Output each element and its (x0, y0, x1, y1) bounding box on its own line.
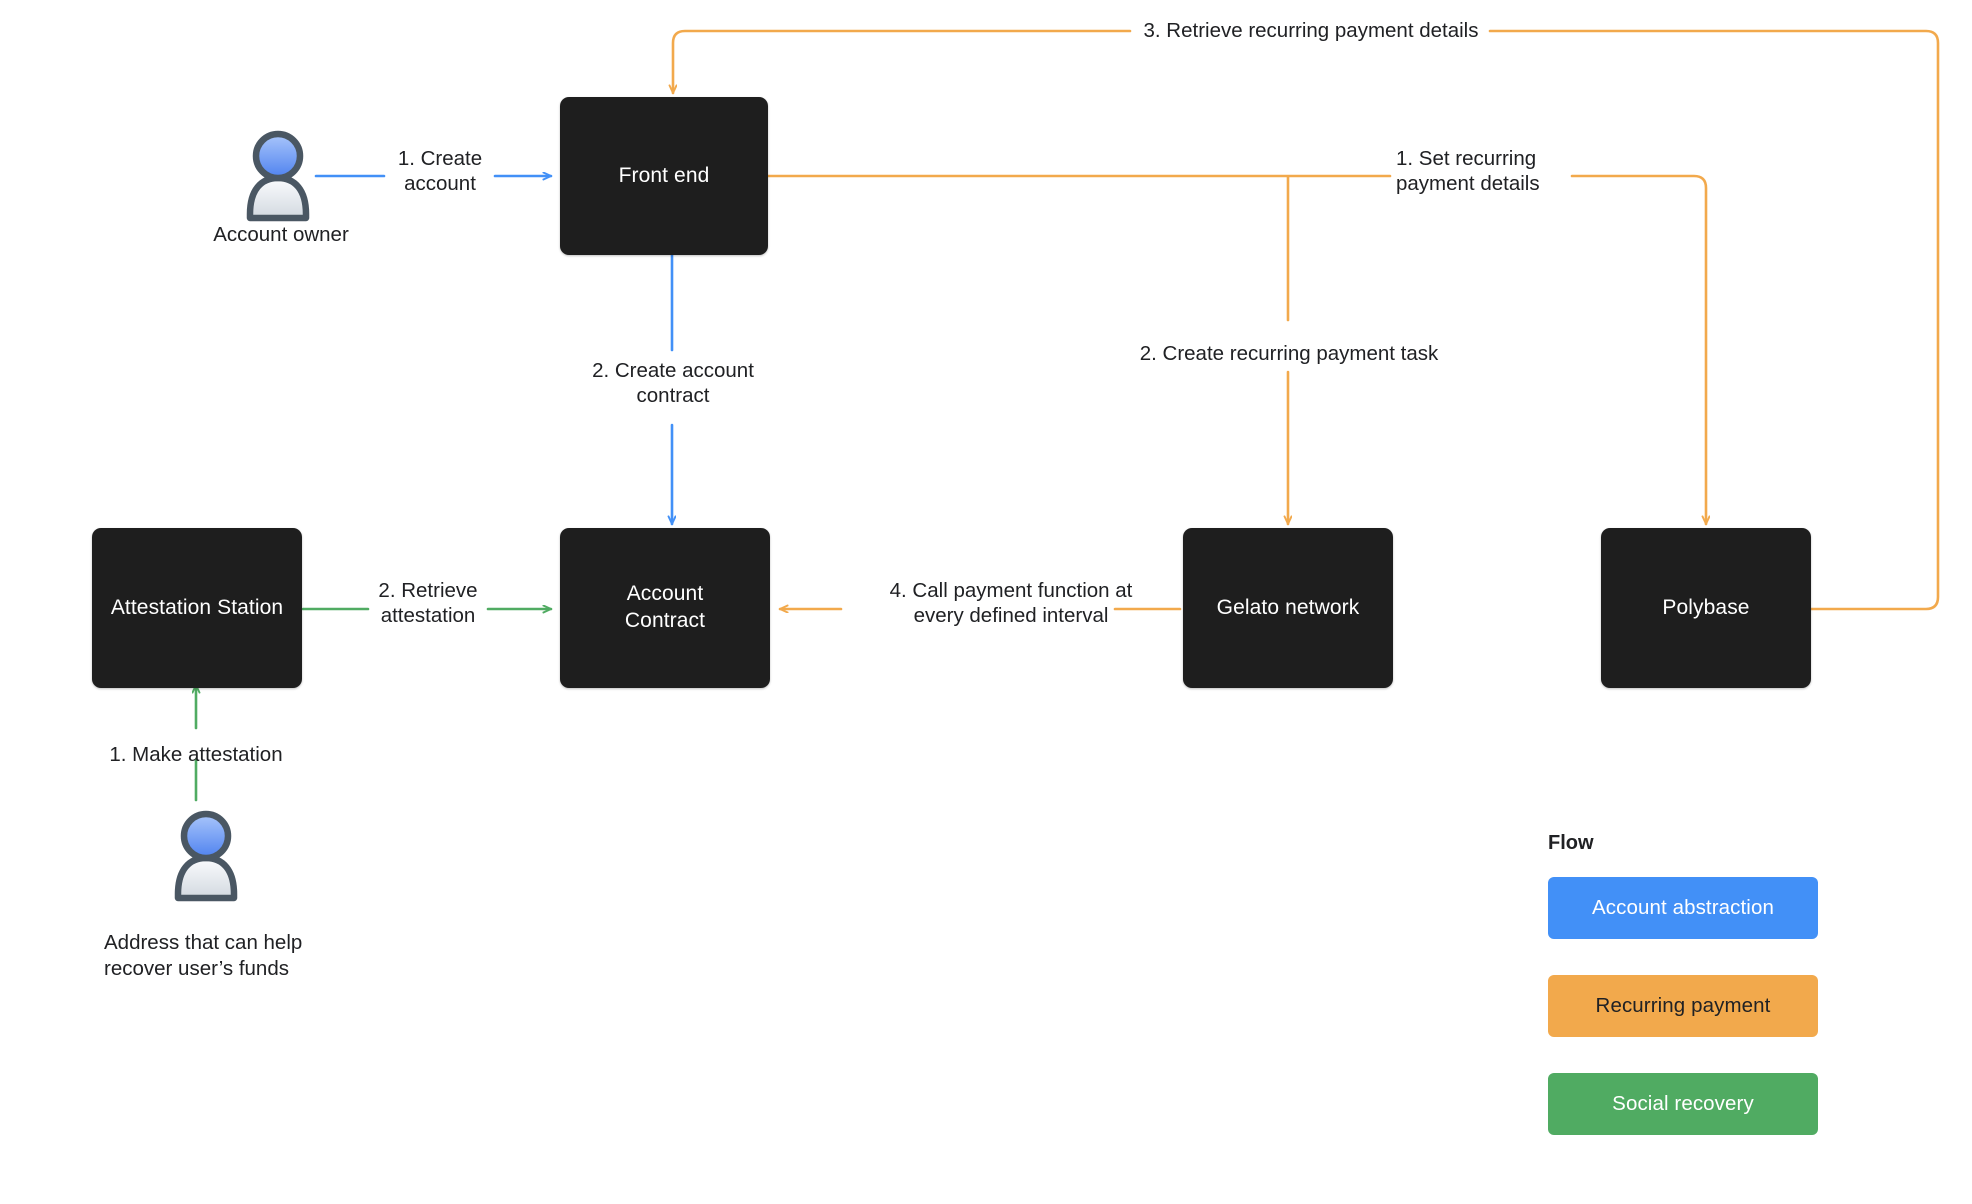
edge-label-create-account-contract: 2. Create account contract (592, 359, 754, 408)
person-icon (174, 810, 238, 902)
legend-item-account-abstraction-label: Account abstraction (1592, 896, 1774, 919)
person-icon (246, 130, 310, 222)
edge-label-set-recurring-details: 1. Set recurring payment details (1396, 147, 1540, 196)
legend-item-social-recovery-label: Social recovery (1612, 1092, 1754, 1115)
node-polybase-label: Polybase (1662, 595, 1750, 619)
node-front-end-label: Front end (618, 163, 710, 187)
edge-label-make-attestation: 1. Make attestation (109, 743, 283, 766)
legend: Flow Account abstraction Recurring payme… (1548, 832, 1818, 1171)
node-attestation-station-label: Attestation Station (110, 595, 284, 619)
node-gelato-network[interactable]: Gelato network (1183, 528, 1393, 688)
edge-label-create-recurring-task: 2. Create recurring payment task (1139, 342, 1439, 365)
edge-label-retrieve-recurring-details: 3. Retrieve recurring payment details (1143, 19, 1479, 42)
legend-item-recurring-payment[interactable]: Recurring payment (1548, 975, 1818, 1037)
node-front-end[interactable]: Front end (560, 97, 768, 255)
legend-item-account-abstraction[interactable]: Account abstraction (1548, 877, 1818, 939)
legend-item-social-recovery[interactable]: Social recovery (1548, 1073, 1818, 1135)
actor-account-owner-caption: Account owner (213, 223, 349, 246)
edge-label-retrieve-attestation: 2. Retrieve attestation (378, 579, 478, 628)
edge-label-call-payment-function: 4. Call payment function at every define… (889, 579, 1133, 628)
actor-recovery-helper-caption: Address that can help recover user’s fun… (104, 931, 303, 980)
edge-retrieve-recurring-details-seg2 (673, 29, 1132, 95)
edge-set-recurring-details-seg2 (1570, 174, 1706, 526)
legend-item-recurring-payment-label: Recurring payment (1595, 994, 1771, 1017)
node-polybase[interactable]: Polybase (1601, 528, 1811, 688)
actor-recovery-helper (166, 806, 246, 904)
legend-title: Flow (1548, 832, 1594, 854)
edge-retrieve-recurring-details-seg1 (1488, 29, 1940, 611)
node-gelato-network-label: Gelato network (1216, 595, 1360, 619)
actor-account-owner (238, 126, 318, 224)
node-account-contract[interactable]: Account Contract (560, 528, 770, 688)
node-attestation-station[interactable]: Attestation Station (92, 528, 302, 688)
node-account-contract-label: Account Contract (624, 582, 706, 632)
edge-label-create-account: 1. Create account (397, 147, 483, 196)
